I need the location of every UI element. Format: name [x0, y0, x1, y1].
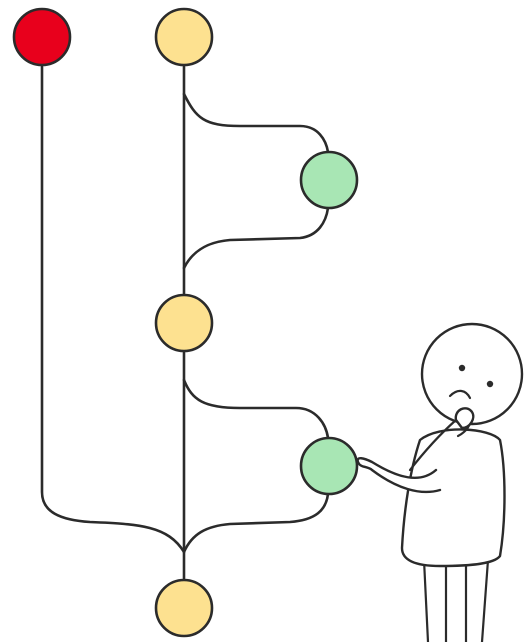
red-branch-start-node[interactable]: [12, 7, 72, 67]
person-pointing-arm: [356, 457, 442, 494]
feature-branch-2-line: [182, 378, 330, 554]
main-commit-2-node[interactable]: [154, 293, 214, 353]
main-commit-1-node[interactable]: [154, 7, 214, 67]
feature-commit-1-node[interactable]: [299, 150, 359, 210]
confused-person-illustration: [356, 322, 524, 642]
person-head: [420, 322, 524, 426]
red-branch-line: [40, 62, 186, 554]
person-hand: [454, 407, 475, 430]
person-right-eye: [486, 380, 494, 388]
main-merge-commit-node[interactable]: [154, 578, 214, 638]
person-body: [400, 428, 506, 568]
feature-branch-1-line: [182, 92, 330, 270]
person-frown: [448, 389, 472, 400]
person-left-eye: [458, 364, 466, 372]
feature-commit-2-node[interactable]: [299, 436, 359, 496]
person-legs: [422, 558, 490, 642]
